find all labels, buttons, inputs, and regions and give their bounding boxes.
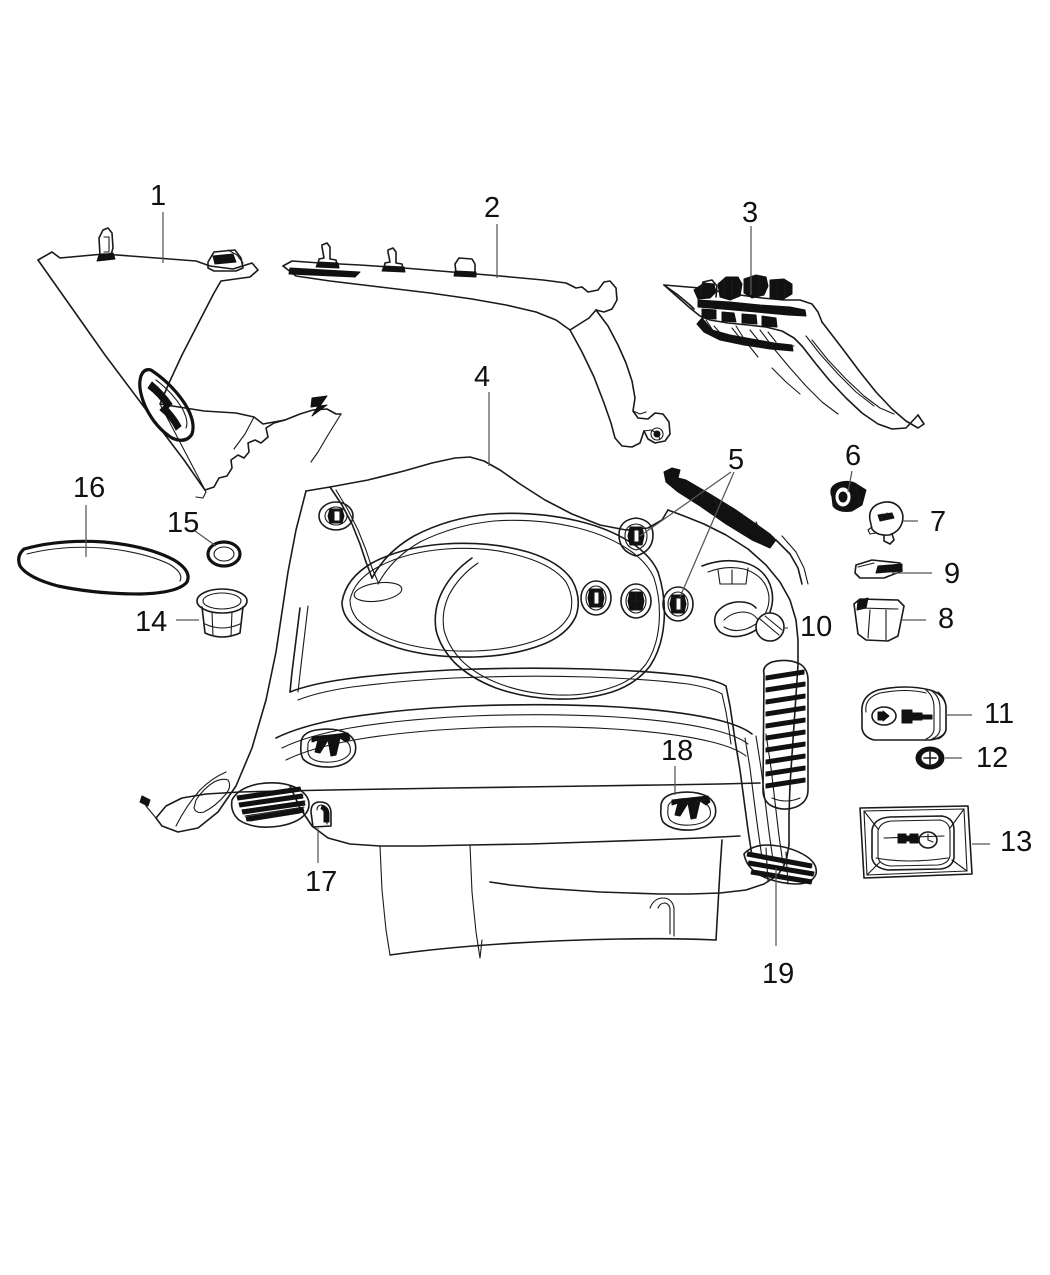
callout-number-17: 17	[305, 866, 338, 898]
retainer-cluster	[580, 517, 694, 622]
part-13-storage-bin-assembly[interactable]	[859, 805, 990, 879]
callout-number-13: 13	[1000, 826, 1033, 858]
callout-number-4: 4	[474, 361, 491, 393]
callout-number-8: 8	[938, 603, 955, 635]
callout-number-16: 16	[73, 472, 106, 504]
callout-number-18: 18	[661, 735, 694, 767]
callout-number-2: 2	[484, 192, 501, 224]
part-14-cup-holder-cylinder[interactable]	[176, 588, 248, 638]
callout-number-14: 14	[135, 606, 168, 638]
part-4-quarter-trim-panel[interactable]	[139, 392, 818, 959]
callout-number-10: 10	[800, 611, 833, 643]
fastener-hole-upper-left	[318, 501, 354, 531]
lower-sill-grille-vent	[743, 844, 818, 885]
callout-number-5: 5	[728, 444, 745, 476]
part-18-cargo-tie-down-loop[interactable]	[299, 728, 717, 831]
part-11-power-outlet-bezel[interactable]	[861, 686, 972, 741]
callout-number-12: 12	[976, 742, 1009, 774]
vertical-louver-vent	[762, 659, 809, 810]
part-7-push-pin-fastener[interactable]	[867, 501, 918, 545]
callout-number-9: 9	[944, 558, 961, 590]
part-3-d-pillar-trim-bracket[interactable]	[663, 226, 925, 430]
callout-number-19: 19	[762, 958, 795, 990]
callout-number-6: 6	[845, 440, 862, 472]
part-2-b-pillar-upper-trim[interactable]	[282, 224, 671, 448]
part-15-seal-ring[interactable]	[194, 530, 242, 568]
part-9-trim-wedge-cover[interactable]	[854, 559, 932, 579]
callout-number-3: 3	[742, 197, 759, 229]
part-1-a-pillar-upper-trim[interactable]	[37, 212, 342, 499]
part-16-quarter-window-garnish[interactable]	[17, 505, 190, 596]
access-hole-plug-detail	[755, 612, 785, 642]
lower-oval-louver-vent	[230, 782, 310, 828]
callout-number-1: 1	[150, 180, 167, 212]
callout-number-7: 7	[930, 506, 947, 538]
part-6-grommet-bushing[interactable]	[830, 470, 867, 512]
part-8-cup-holder-insert[interactable]	[853, 597, 926, 642]
callout-number-15: 15	[167, 507, 200, 539]
part-17-lower-tie-down-hook[interactable]	[310, 801, 332, 863]
part-12-screw-cap-cover[interactable]	[915, 746, 962, 770]
callout-number-11: 11	[984, 698, 1015, 730]
